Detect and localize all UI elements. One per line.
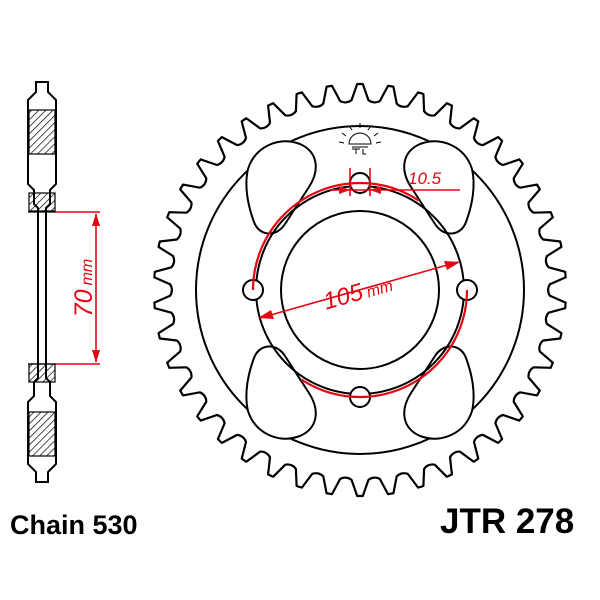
part-number-label: JTR 278 <box>440 502 575 541</box>
side-height-arrow-bottom <box>92 350 100 363</box>
pcd-dimension: 105mm <box>251 181 469 399</box>
bolt-hole-arrow-right <box>370 186 381 194</box>
side-profile <box>27 81 57 483</box>
lightening-slot <box>245 140 317 235</box>
chain-size-label: Chain 530 <box>10 510 138 540</box>
hatch-band-bottom <box>28 411 56 457</box>
hatch-band-upper-mid <box>28 192 56 212</box>
pcd-arrow-left <box>258 310 274 319</box>
pcd-arrow-right <box>444 261 460 270</box>
side-height-arrow-top <box>92 213 100 226</box>
side-height-dimension: 70 mm <box>56 211 100 365</box>
jt-sunburst-logo-icon <box>338 123 382 155</box>
lightening-slot <box>403 345 475 440</box>
side-height-unit: mm <box>79 259 96 286</box>
pcd-unit: mm <box>365 278 395 302</box>
bolt-hole-dimension: 10.5 <box>330 168 460 196</box>
hatch-band-lower-mid <box>28 363 56 383</box>
bolt-hole-arrow-left <box>339 186 350 194</box>
bolt-hole-value: 10.5 <box>408 169 442 188</box>
lightening-slot <box>245 345 317 440</box>
svg-text:70mm: 70 mm <box>70 259 98 317</box>
lightening-slot <box>403 140 475 235</box>
hatch-band-top <box>28 109 56 155</box>
side-height-value: 70 <box>70 289 98 317</box>
pcd-circle-arc <box>251 181 469 399</box>
pcd-dim-line <box>259 261 459 319</box>
